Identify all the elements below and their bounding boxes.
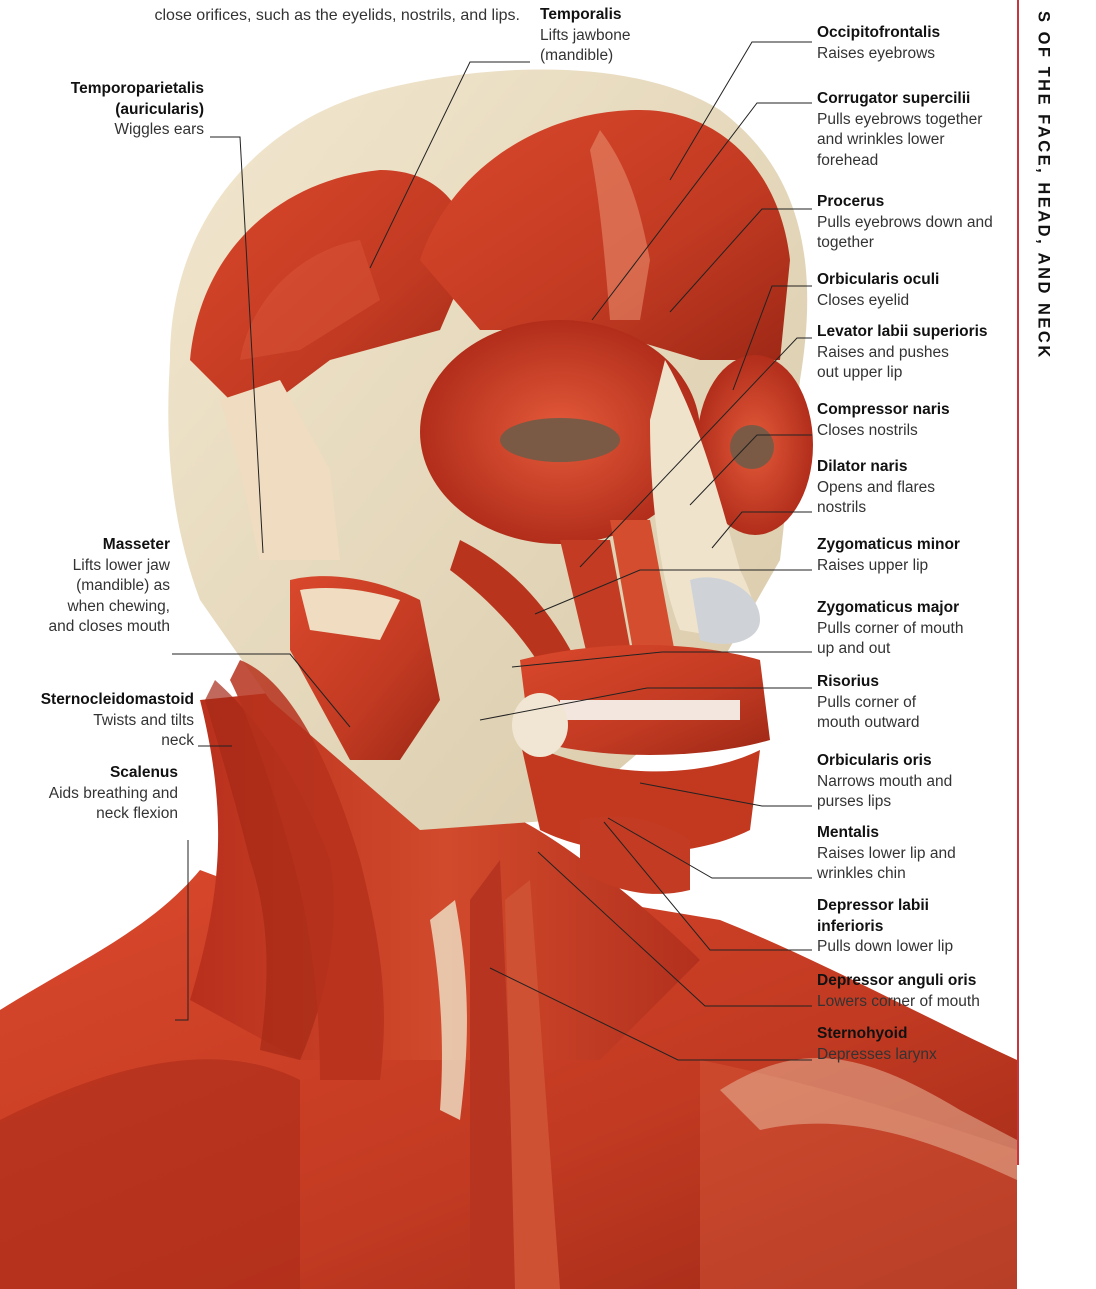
label-desc: Aids breathing and neck flexion [40, 784, 178, 825]
label-sternohyoid: Sternohyoid Depresses larynx [817, 1024, 1007, 1065]
label-name: Temporalis [540, 5, 660, 26]
label-dilator-naris: Dilator naris Opens and flares nostrils [817, 457, 967, 519]
label-desc: Lifts lower jaw (mandible) as when chewi… [40, 556, 170, 638]
label-desc: Pulls eyebrows down and together [817, 213, 1007, 254]
label-masseter: Masseter Lifts lower jaw (mandible) as w… [40, 535, 170, 638]
label-name: Masseter [40, 535, 170, 556]
label-name: Orbicularis oculi [817, 270, 1007, 291]
label-name: Dilator naris [817, 457, 967, 478]
label-levator-labii-superioris: Levator labii superioris Raises and push… [817, 322, 1012, 384]
label-name: Compressor naris [817, 400, 1007, 421]
label-name: Orbicularis oris [817, 751, 977, 772]
label-name: Risorius [817, 672, 947, 693]
label-desc: Closes eyelid [817, 291, 1007, 312]
label-occipitofrontalis: Occipitofrontalis Raises eyebrows [817, 23, 1012, 64]
label-name: Depressor anguli oris [817, 971, 1012, 992]
label-temporalis: Temporalis Lifts jawbone (mandible) [540, 5, 660, 67]
label-desc: Pulls eyebrows together and wrinkles low… [817, 110, 1007, 172]
label-desc: Lifts jawbone (mandible) [540, 26, 660, 67]
label-procerus: Procerus Pulls eyebrows down and togethe… [817, 192, 1007, 254]
intro-text: close orifices, such as the eyelids, nos… [20, 5, 520, 26]
label-desc: Raises upper lip [817, 556, 1007, 577]
label-name: Sternocleidomastoid [0, 690, 194, 711]
label-name: Procerus [817, 192, 1007, 213]
label-name: Occipitofrontalis [817, 23, 1012, 44]
label-desc: Raises eyebrows [817, 44, 1012, 65]
label-compressor-naris: Compressor naris Closes nostrils [817, 400, 1007, 441]
label-name: Zygomaticus minor [817, 535, 1007, 556]
label-sternocleidomastoid: Sternocleidomastoid Twists and tilts nec… [0, 690, 194, 752]
label-desc: Opens and flares nostrils [817, 478, 967, 519]
label-desc: Pulls corner of mouth outward [817, 693, 947, 734]
label-zygomaticus-minor: Zygomaticus minor Raises upper lip [817, 535, 1007, 576]
label-name: Scalenus [40, 763, 178, 784]
label-desc: Raises lower lip and wrinkles chin [817, 844, 977, 885]
label-name: Depressor labii inferioris [817, 896, 967, 937]
label-orbicularis-oris: Orbicularis oris Narrows mouth and purse… [817, 751, 977, 813]
section-title-vertical: S OF THE FACE, HEAD, AND NECK [1031, 0, 1055, 360]
label-corrugator-supercilii: Corrugator supercilii Pulls eyebrows tog… [817, 89, 1007, 171]
label-desc: Pulls down lower lip [817, 937, 967, 958]
label-zygomaticus-major: Zygomaticus major Pulls corner of mouth … [817, 598, 977, 660]
label-desc: Depresses larynx [817, 1045, 1007, 1066]
label-risorius: Risorius Pulls corner of mouth outward [817, 672, 947, 734]
label-name: Corrugator supercilii [817, 89, 1007, 110]
label-desc: Pulls corner of mouth up and out [817, 619, 967, 660]
label-orbicularis-oculi: Orbicularis oculi Closes eyelid [817, 270, 1007, 311]
label-name: Levator labii superioris [817, 322, 1012, 343]
label-desc: Lowers corner of mouth [817, 992, 1012, 1013]
label-name: Mentalis [817, 823, 977, 844]
label-name: Zygomaticus major [817, 598, 977, 619]
label-temporoparietalis: Temporoparietalis (auricularis) Wiggles … [40, 79, 204, 141]
label-name: Sternohyoid [817, 1024, 1007, 1045]
label-scalenus: Scalenus Aids breathing and neck flexion [40, 763, 178, 825]
label-mentalis: Mentalis Raises lower lip and wrinkles c… [817, 823, 977, 885]
label-depressor-anguli-oris: Depressor anguli oris Lowers corner of m… [817, 971, 1012, 1012]
label-desc: Raises and pushes out upper lip [817, 343, 967, 384]
label-desc: Twists and tilts neck [0, 711, 194, 752]
section-divider-rule [1017, 0, 1019, 1165]
label-desc: Narrows mouth and purses lips [817, 772, 977, 813]
label-desc: Closes nostrils [817, 421, 1007, 442]
label-name: Temporoparietalis (auricularis) [40, 79, 204, 120]
label-desc: Wiggles ears [40, 120, 204, 141]
label-depressor-labii-inferioris: Depressor labii inferioris Pulls down lo… [817, 896, 967, 958]
